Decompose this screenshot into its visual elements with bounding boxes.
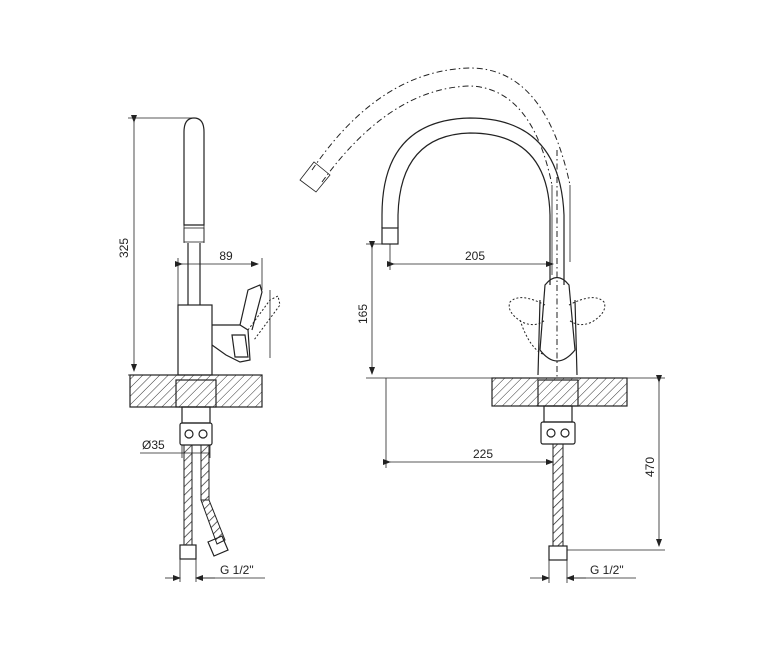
dim-side-diameter: Ø35 [140, 438, 211, 458]
dim-front-spout-height: 165 [356, 241, 492, 379]
dim-front-total-height-label: 470 [643, 457, 657, 477]
dim-front-thread: G 1/2" [530, 560, 636, 583]
front-threaded-shank [540, 405, 576, 445]
dim-side-thread: G 1/2" [165, 559, 265, 582]
dim-front-spout-height-label: 165 [356, 304, 370, 324]
side-view: 325 89 Ø35 G 1/2" [117, 115, 281, 582]
front-view: 205 165 225 470 G 1/2" [299, 67, 665, 583]
dim-front-total-height: 470 [567, 375, 665, 551]
dim-front-base-reach: 225 [383, 378, 554, 468]
dim-side-reach-label: 89 [219, 249, 233, 263]
front-countertop [491, 377, 628, 407]
dim-front-spout-reach-label: 205 [465, 249, 485, 263]
dim-side-reach: 89 [175, 249, 263, 305]
side-faucet-body [177, 284, 281, 376]
side-threaded-shank [179, 406, 213, 446]
dim-side-thread-label: G 1/2" [220, 563, 254, 577]
front-spout-swivel-outline [299, 67, 571, 275]
front-faucet-body [508, 276, 606, 376]
dim-front-spout-reach: 205 [387, 244, 554, 270]
dim-front-thread-label: G 1/2" [590, 563, 624, 577]
front-spout [381, 117, 565, 378]
side-hoses [179, 444, 229, 560]
dim-front-base-reach-label: 225 [473, 447, 493, 461]
dim-side-height-label: 325 [117, 238, 131, 258]
dim-side-diameter-label: Ø35 [142, 438, 165, 452]
side-spout-tube [183, 117, 205, 305]
dim-side-height: 325 [117, 115, 194, 376]
front-hose [548, 443, 568, 561]
